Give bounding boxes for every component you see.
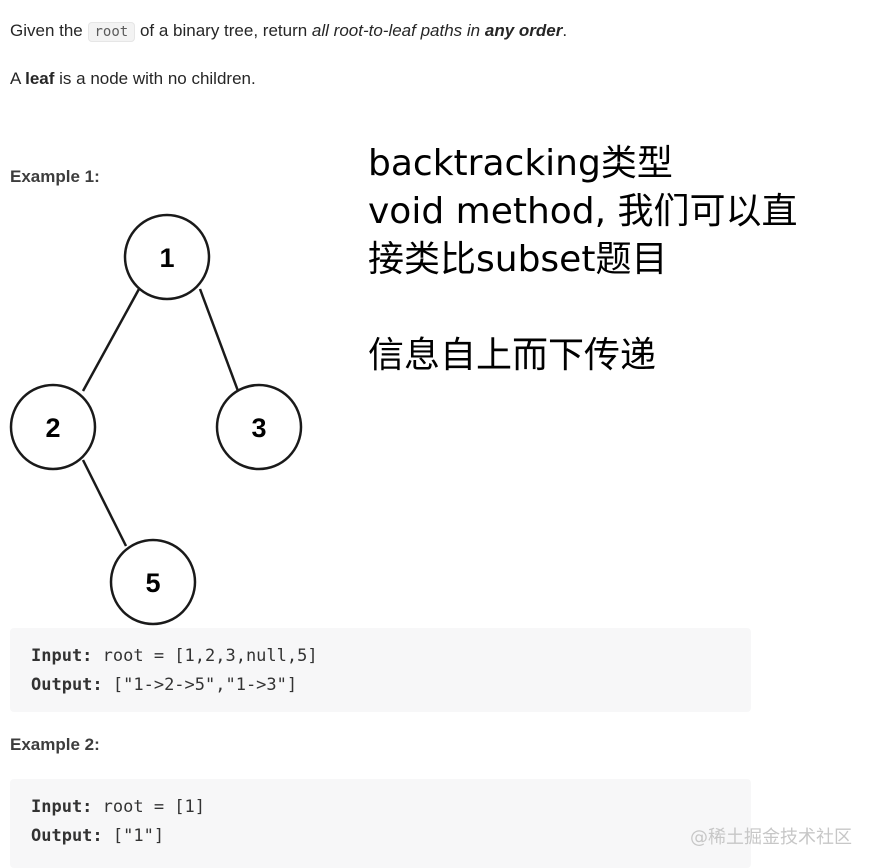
example-2-heading: Example 2: xyxy=(10,735,100,754)
tree-node-label: 1 xyxy=(159,243,174,273)
intro-text: Given the xyxy=(10,21,88,40)
note-line: void method, 我们可以直 xyxy=(368,191,798,232)
tree-node-1 xyxy=(123,213,211,301)
intro-bold-italic: any order xyxy=(484,21,563,40)
example-1-input: Input: root = [1,2,3,null,5] xyxy=(31,646,318,666)
example-2-input: Input: root = [1] xyxy=(31,797,206,817)
example-1-output: Output: ["1->2->5","1->3"] xyxy=(31,675,298,695)
example-2-output: Output: ["1"] xyxy=(31,826,165,846)
example-1-heading: Example 1: xyxy=(10,167,100,186)
edge-1-2 xyxy=(81,288,141,392)
tree-node-label: 5 xyxy=(145,568,160,598)
tree-node-label: 2 xyxy=(45,413,60,443)
note-line: 信息自上而下传递 xyxy=(368,335,657,376)
leaf-term: leaf xyxy=(25,69,55,88)
intro-italic: all root-to-leaf paths in xyxy=(311,21,481,40)
note-line: backtracking类型 xyxy=(368,143,673,184)
tree-node-5 xyxy=(109,538,197,626)
binary-tree-diagram: 1 2 3 5 xyxy=(9,213,303,626)
watermark: @稀土掘金技术社区 xyxy=(690,827,852,848)
tree-node-3 xyxy=(215,383,303,471)
problem-description: Given the root of a binary tree, return … xyxy=(10,21,568,42)
note-line: 接类比subset题目 xyxy=(368,239,668,280)
note-line xyxy=(368,284,798,332)
example-2-code-block: Input: root = [1] Output: ["1"] xyxy=(10,779,751,868)
tree-node-label: 3 xyxy=(251,413,266,443)
leaf-definition: A leaf is a node with no children. xyxy=(10,69,256,88)
example-1-code-block: Input: root = [1,2,3,null,5] Output: ["1… xyxy=(10,628,751,712)
edge-1-3 xyxy=(198,288,240,392)
inline-code-root: root xyxy=(87,22,136,42)
handwritten-note: backtracking类型 void method, 我们可以直接类比subse… xyxy=(368,140,798,380)
intro-text-middle: of a binary tree, return xyxy=(135,21,312,40)
edge-2-5 xyxy=(81,459,128,547)
tree-node-2 xyxy=(9,383,97,471)
